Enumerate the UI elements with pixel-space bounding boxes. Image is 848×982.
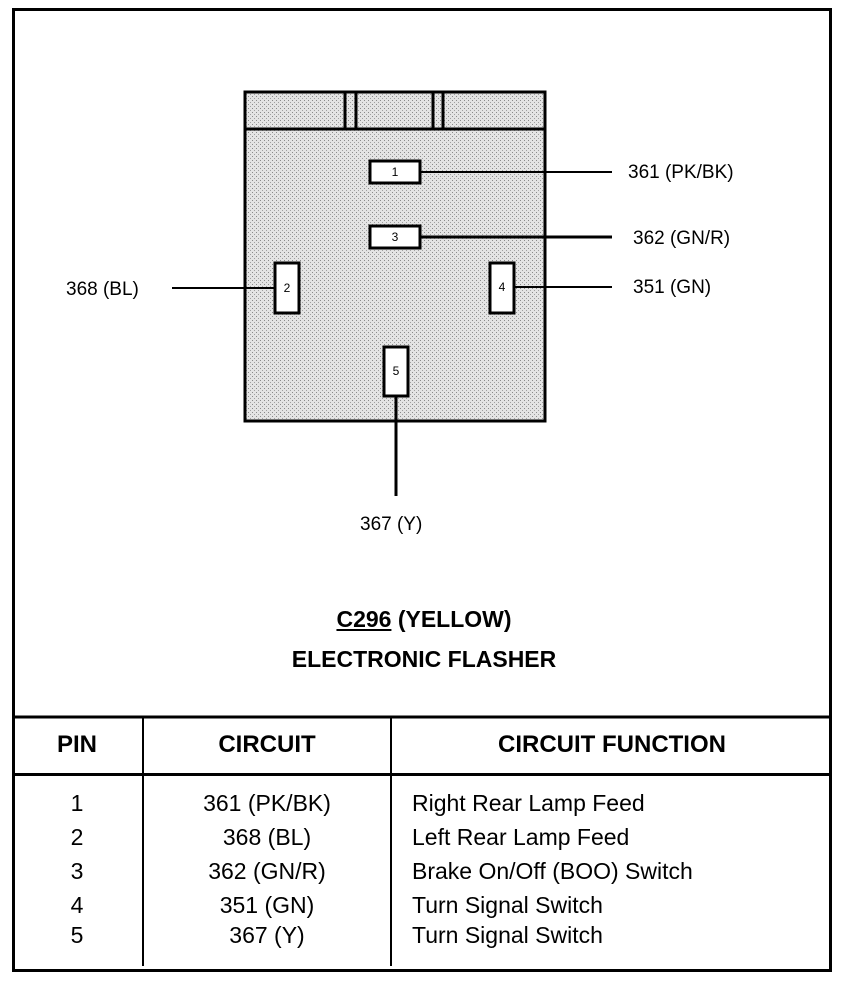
table-row: 5 367 (Y) Turn Signal Switch: [12, 922, 832, 966]
pin-number-3: 3: [391, 230, 399, 244]
pin-terminal-1: [368, 159, 422, 185]
table-row: 2 368 (BL) Left Rear Lamp Feed: [12, 820, 832, 854]
table-row: 3 362 (GN/R) Brake On/Off (BOO) Switch: [12, 854, 832, 888]
pin-terminal-2: [273, 261, 301, 315]
cell-pin: 4: [12, 888, 144, 922]
header-circuit-function: CIRCUIT FUNCTION: [391, 717, 832, 776]
cell-circuit: 362 (GN/R): [143, 854, 392, 888]
cell-function: Brake On/Off (BOO) Switch: [412, 857, 693, 884]
cell-circuit: 368 (BL): [143, 820, 392, 854]
pin-number-4: 4: [498, 280, 506, 294]
wire-label-pin-1: 361 (PK/BK): [628, 162, 734, 183]
cell-pin: 5: [12, 922, 144, 966]
pin-number-5: 5: [392, 364, 400, 378]
cell-function: Turn Signal Switch: [412, 891, 603, 918]
cell-function: Left Rear Lamp Feed: [412, 823, 630, 850]
header-pin: PIN: [12, 717, 144, 776]
pin-terminal-3: [368, 224, 422, 250]
pin-number-1: 1: [391, 165, 399, 179]
table-row: 1 361 (PK/BK) Right Rear Lamp Feed: [12, 774, 832, 820]
cell-function: Right Rear Lamp Feed: [412, 789, 645, 816]
pinout-table: PIN CIRCUIT CIRCUIT FUNCTION 1 361 (PK/B…: [12, 717, 832, 966]
wire-label-pin-5: 367 (Y): [360, 514, 423, 535]
pin-terminal-4: [488, 261, 516, 315]
cell-circuit: 367 (Y): [143, 922, 392, 966]
diagram-frame: [12, 8, 832, 972]
connector-code: C296: [336, 606, 392, 632]
cell-circuit: 351 (GN): [143, 888, 392, 922]
cell-pin: 3: [12, 854, 144, 888]
table-row: 4 351 (GN) Turn Signal Switch: [12, 888, 832, 922]
cell-function: Turn Signal Switch: [412, 922, 603, 948]
connector-color: (YELLOW): [397, 606, 512, 632]
connector-title: C296 (YELLOW): [0, 608, 848, 631]
pin-terminal-5: [382, 345, 410, 398]
cell-pin: 1: [12, 774, 144, 820]
pin-number-2: 2: [283, 281, 291, 295]
wire-label-pin-3: 362 (GN/R): [633, 228, 731, 249]
connector-name: ELECTRONIC FLASHER: [291, 646, 557, 672]
cell-pin: 2: [12, 820, 144, 854]
table-header-row: PIN CIRCUIT CIRCUIT FUNCTION: [12, 717, 832, 776]
wire-label-pin-2: 368 (BL): [66, 279, 139, 300]
cell-circuit: 361 (PK/BK): [143, 774, 392, 820]
wire-label-pin-4: 351 (GN): [633, 277, 712, 298]
header-circuit: CIRCUIT: [143, 717, 392, 776]
